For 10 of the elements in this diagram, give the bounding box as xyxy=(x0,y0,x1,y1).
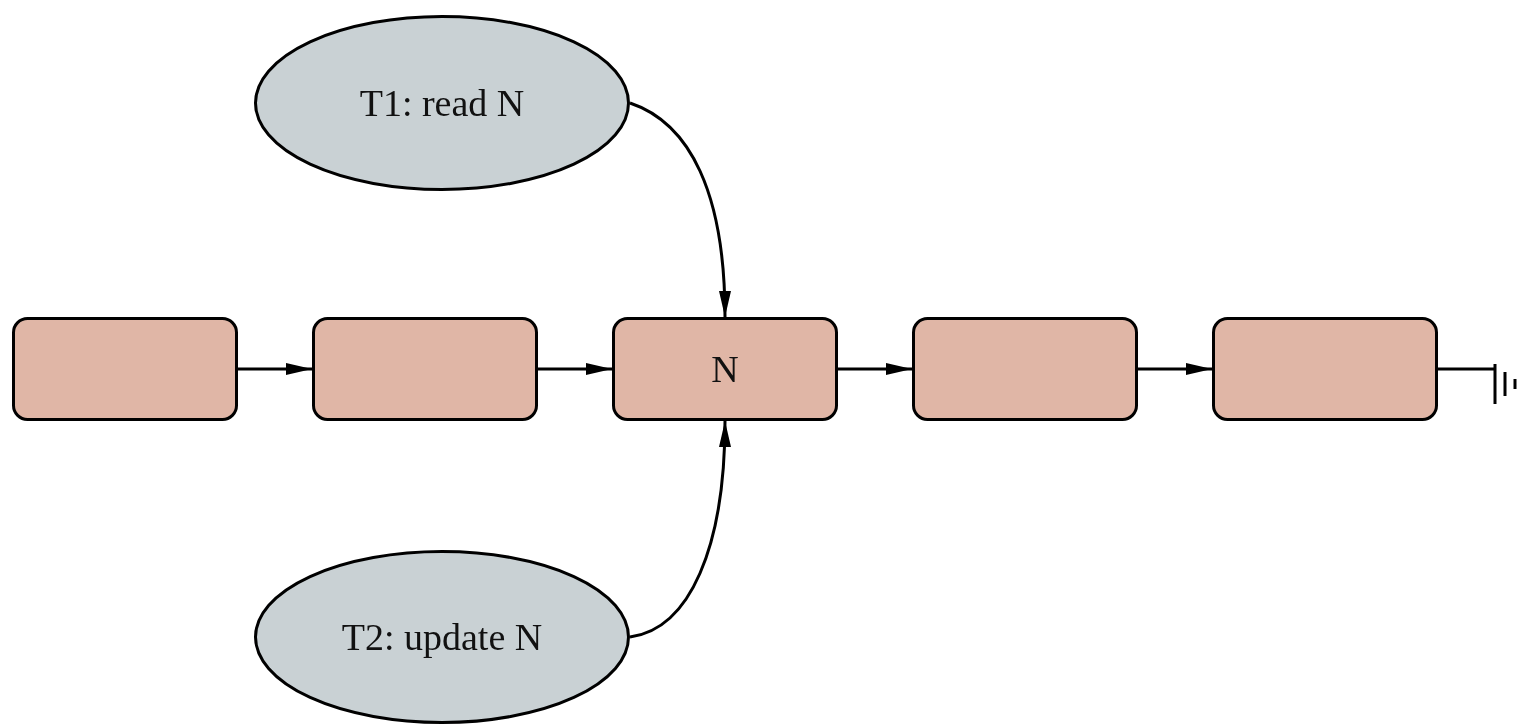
arrow xyxy=(1138,363,1212,375)
arrow xyxy=(238,363,312,375)
node-label: N xyxy=(711,347,739,391)
thread-label: T2: update N xyxy=(341,615,543,659)
arrow xyxy=(538,363,612,375)
arrow xyxy=(629,101,731,318)
connector-line xyxy=(1438,367,1495,371)
thread-label: T1: read N xyxy=(359,81,525,125)
arrow xyxy=(838,363,912,375)
arrow xyxy=(629,420,731,639)
